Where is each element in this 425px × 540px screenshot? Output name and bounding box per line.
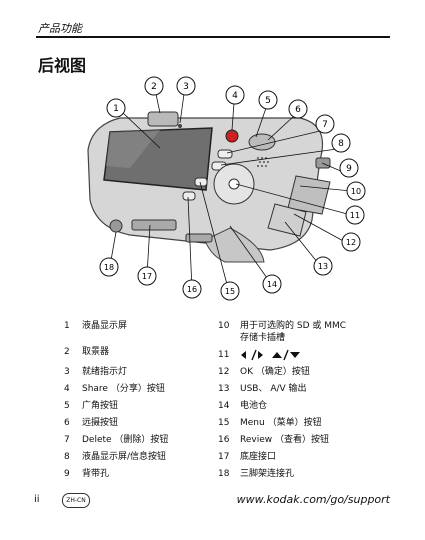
legend-num: 12 <box>218 367 230 377</box>
camera-back-figure: 1 2 3 4 5 6 7 8 9 10 11 12 13 14 15 16 1… <box>87 76 366 301</box>
legend-text: 三脚架连接孔 <box>240 469 295 479</box>
leader-lines <box>109 93 352 293</box>
legend-text: 电池仓 <box>240 401 268 411</box>
legend-num: 13 <box>218 384 230 394</box>
callout-2: 2 <box>144 76 164 96</box>
legend-num: 18 <box>218 469 230 479</box>
dpad-arrows-icon <box>241 349 300 361</box>
callout-18: 18 <box>99 257 119 277</box>
ready-light <box>178 124 182 128</box>
legend-num: 1 <box>64 321 70 331</box>
legend-text: 存储卡插槽 <box>240 333 286 343</box>
section-header: 产品功能 <box>38 22 82 35</box>
language-badge: ZH-CN <box>62 493 90 508</box>
battery-door <box>185 233 213 243</box>
callout-13: 13 <box>313 256 333 276</box>
callout-num-3: 3 <box>183 82 189 92</box>
support-url[interactable]: www.kodak.com/go/support <box>236 493 390 506</box>
legend-text: Delete （删除）按钮 <box>82 435 169 445</box>
legend-text: 底座接口 <box>240 452 277 462</box>
delete-button <box>217 149 233 159</box>
legend-num: 8 <box>64 452 70 462</box>
callout-num-13: 13 <box>318 262 328 271</box>
legend-text: 远摄按钮 <box>82 418 119 428</box>
card-door <box>287 175 331 215</box>
callout-3: 3 <box>176 76 196 96</box>
callout-num-5: 5 <box>265 96 271 106</box>
callout-num-2: 2 <box>151 82 157 92</box>
legend-num: 3 <box>64 367 70 377</box>
callout-8: 8 <box>331 133 351 153</box>
callout-num-8: 8 <box>338 139 344 149</box>
callout-num-10: 10 <box>351 187 361 196</box>
legend-text: 就绪指示灯 <box>82 367 128 377</box>
legend-num: 15 <box>218 418 230 428</box>
callout-num-4: 4 <box>232 91 238 101</box>
callout-10: 10 <box>346 181 366 201</box>
tripod-socket <box>109 219 123 233</box>
legend-num: 5 <box>64 401 70 411</box>
legend-text: 广角按钮 <box>82 401 119 411</box>
legend-text: 取景器 <box>82 347 110 357</box>
callout-7: 7 <box>315 114 335 134</box>
callout-5: 5 <box>258 90 278 110</box>
callout-1: 1 <box>106 98 126 118</box>
callout-9: 9 <box>339 158 359 178</box>
callout-num-14: 14 <box>267 280 277 289</box>
callout-15: 15 <box>220 281 240 301</box>
viewfinder <box>147 111 179 127</box>
legend-num: 4 <box>64 384 70 394</box>
header-rule <box>36 36 390 38</box>
legend-text: USB、 A/V 输出 <box>240 384 307 394</box>
callout-14: 14 <box>262 274 282 294</box>
legend-text: 液晶显示屏/信息按钮 <box>82 452 167 462</box>
legend-num: 10 <box>218 321 230 331</box>
legend-text: Menu （菜单）按钮 <box>240 418 322 428</box>
callout-17: 17 <box>137 266 157 286</box>
share-button <box>225 129 239 143</box>
legend-num: 9 <box>64 469 70 479</box>
legend-text: 用于可选购的 SD 或 MMC <box>240 321 347 331</box>
dock-connector <box>131 219 177 231</box>
legend-num: 7 <box>64 435 70 445</box>
callout-num-17: 17 <box>142 272 152 281</box>
page-number: ii <box>34 494 40 505</box>
legend-num: 14 <box>218 401 230 411</box>
callout-num-1: 1 <box>113 104 119 114</box>
legend-num: 6 <box>64 418 70 428</box>
legend-num: 17 <box>218 452 230 462</box>
callout-12: 12 <box>341 232 361 252</box>
ok-button <box>228 178 240 190</box>
callout-16: 16 <box>182 279 202 299</box>
legend-text: Review （查看）按钮 <box>240 435 329 445</box>
callout-num-9: 9 <box>346 164 352 174</box>
legend-text: OK （确定）按钮 <box>240 367 310 377</box>
callout-num-18: 18 <box>104 263 114 272</box>
callout-num-15: 15 <box>225 287 235 296</box>
legend-text: 液晶显示屏 <box>82 321 128 331</box>
legend-num: 2 <box>64 347 70 357</box>
callout-num-16: 16 <box>187 285 197 294</box>
callout-num-11: 11 <box>350 211 360 220</box>
legend-text: 背带孔 <box>82 469 110 479</box>
review-button <box>182 191 196 201</box>
callout-num-6: 6 <box>295 105 301 115</box>
port-door <box>267 203 307 237</box>
legend-num: 16 <box>218 435 230 445</box>
zoom-rocker <box>248 133 276 151</box>
callout-num-12: 12 <box>346 238 356 247</box>
callout-num-7: 7 <box>322 120 328 130</box>
callout-11: 11 <box>345 205 365 225</box>
legend-num: 11 <box>218 350 230 360</box>
callout-6: 6 <box>288 99 308 119</box>
callout-4: 4 <box>225 85 245 105</box>
page-title: 后视图 <box>38 56 87 75</box>
legend-text: Share （分享）按钮 <box>82 384 165 394</box>
